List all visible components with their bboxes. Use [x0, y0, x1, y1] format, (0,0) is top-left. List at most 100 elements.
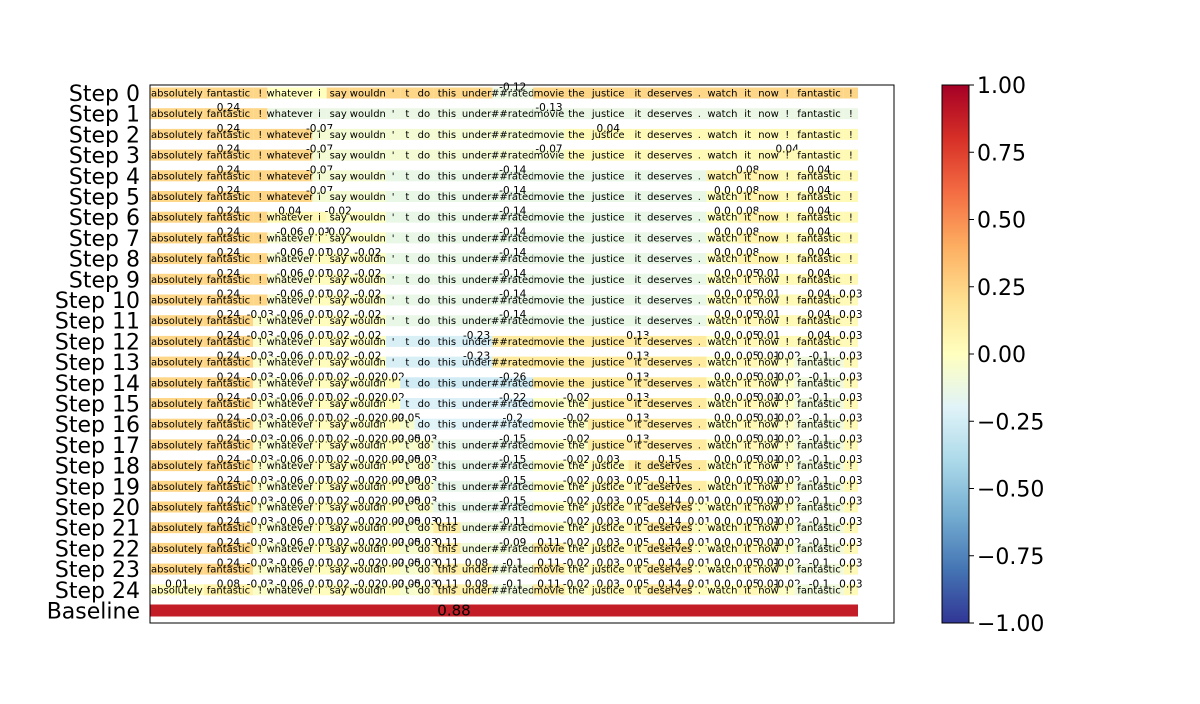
heatmap-cell — [492, 356, 534, 368]
heatmap-cell — [253, 584, 268, 596]
colorbar-tick-label: 1.00 — [977, 74, 1026, 99]
token-label: whatever — [266, 544, 314, 555]
attribution-value-label: 0.02 — [381, 516, 404, 528]
attribution-value-label: 0.02 — [381, 413, 404, 425]
token-label: say — [330, 296, 347, 307]
attribution-value-label: -0.02 — [354, 475, 381, 487]
heatmap-cell — [628, 563, 648, 575]
heatmap-cell — [326, 253, 350, 265]
heatmap-cell — [587, 584, 629, 596]
heatmap-cell — [647, 542, 693, 554]
attribution-value-label: 0.24 — [217, 496, 241, 508]
row-label: Step 19 — [55, 475, 140, 500]
heatmap-cell — [150, 460, 204, 472]
heatmap-cell — [564, 356, 588, 368]
token-label: ##rated — [491, 316, 534, 327]
attribution-value-label: 0.01 — [308, 558, 331, 570]
attribution-value-label: 0.08 — [736, 247, 759, 259]
heatmap-cell — [780, 418, 795, 430]
heatmap-cell — [267, 128, 313, 140]
token-label: . — [698, 461, 701, 472]
token-label: it — [744, 151, 751, 162]
token-label: fantastic — [797, 523, 840, 534]
token-label: absolutely — [151, 89, 203, 100]
attribution-value-label: -0.03 — [410, 433, 437, 445]
heatmap-cell — [267, 191, 313, 202]
attribution-value-label: 0.03 — [839, 413, 862, 425]
token-label: ##rated — [491, 399, 534, 410]
token-label: . — [698, 544, 701, 555]
token-label: ' — [392, 461, 395, 472]
attribution-value-label: 0.08 — [465, 558, 488, 570]
token-label: t — [405, 233, 409, 244]
token-label: i — [318, 544, 321, 555]
heatmap-cell — [628, 398, 648, 409]
attribution-value-label: -0.06 — [276, 475, 303, 487]
token-label: this — [438, 378, 456, 389]
token-label: the — [568, 192, 584, 203]
heatmap-cell — [253, 149, 268, 161]
token-label: ! — [849, 296, 853, 307]
heatmap-cell — [150, 418, 204, 430]
heatmap-cell — [757, 232, 781, 244]
heatmap-cell — [492, 211, 534, 223]
heatmap-cell — [312, 584, 327, 596]
token-label: say — [330, 461, 347, 472]
heatmap-cell — [647, 315, 693, 327]
heatmap-cell — [647, 294, 693, 306]
attribution-value-label: -0.05 — [394, 433, 421, 445]
heatmap-cell — [414, 128, 434, 140]
attribution-value-label: 0.08 — [217, 578, 240, 590]
heatmap-cell — [692, 294, 707, 306]
token-label: . — [698, 378, 701, 389]
token-label: whatever — [266, 337, 314, 348]
token-label: this — [438, 399, 456, 410]
token-label: under — [462, 440, 492, 451]
token-label: watch — [707, 296, 737, 307]
attribution-value-label: 0.24 — [217, 537, 241, 549]
heatmap-cell — [843, 253, 858, 265]
token-label: ! — [849, 523, 853, 534]
attribution-value-label: 0.01 — [308, 309, 331, 321]
heatmap-cell — [706, 108, 739, 120]
heatmap-cell — [312, 335, 327, 347]
token-label: it — [635, 89, 642, 100]
attribution-value-label: -0.1 — [809, 496, 830, 508]
heatmap-cell — [253, 542, 268, 554]
attribution-value-label: 0.0 — [714, 496, 731, 508]
heatmap-cell — [385, 584, 401, 596]
attribution-value-label: 0.05 — [736, 413, 759, 425]
heatmap-cell — [692, 315, 707, 327]
attribution-value-label: -0.03 — [247, 558, 274, 570]
attribution-value-label: 0.24 — [217, 558, 241, 570]
heatmap-cell — [757, 356, 781, 368]
token-label: ! — [849, 482, 853, 493]
token-label: ! — [849, 337, 853, 348]
heatmap-cell — [203, 128, 254, 140]
attribution-value-label: -0.02 — [354, 351, 381, 363]
token-label: ##rated — [491, 171, 534, 182]
token-label: say — [330, 503, 347, 514]
heatmap-cell — [647, 273, 693, 285]
token-label: t — [405, 461, 409, 472]
heatmap-cell — [150, 335, 204, 347]
token-label: justice — [591, 358, 625, 369]
attribution-value-label: 0.01 — [688, 537, 711, 549]
attribution-value-label: 0.03 — [597, 496, 620, 508]
attribution-value-label: -0.03 — [247, 578, 274, 590]
token-label: ' — [392, 565, 395, 576]
heatmap-cell — [326, 232, 350, 244]
attribution-value-label: 0.05 — [626, 496, 649, 508]
token-label: fantastic — [207, 585, 250, 596]
heatmap-cell — [460, 480, 493, 492]
attribution-value-label: 0.05 — [736, 454, 759, 466]
heatmap-cell — [433, 128, 461, 140]
attribution-value-label: 0.01 — [308, 351, 331, 363]
row-label: Step 9 — [69, 268, 140, 293]
attribution-value-label: -0.06 — [276, 226, 303, 238]
attribution-value-label: 0.01 — [757, 371, 780, 383]
